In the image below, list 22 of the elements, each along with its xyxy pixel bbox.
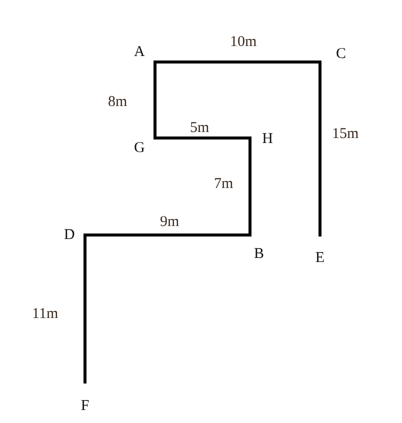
point-label: G	[134, 140, 145, 156]
point-label: D	[64, 226, 75, 242]
edge-label: 7m	[214, 176, 234, 192]
edge-label: 11m	[32, 306, 58, 322]
edge-label: 5m	[190, 120, 210, 136]
line-segment	[318, 60, 322, 236]
point-label: E	[315, 250, 325, 266]
edge-label: 15m	[332, 126, 359, 142]
line-segment	[154, 136, 252, 140]
edge-label: 9m	[160, 214, 180, 230]
line-segment	[84, 234, 252, 236]
line-segment	[154, 60, 322, 64]
point-label: F	[80, 398, 90, 414]
point-label: H	[262, 130, 273, 146]
edge-label: 8m	[108, 94, 128, 110]
point-label: A	[134, 44, 145, 60]
line-segment	[84, 234, 86, 384]
point-label: C	[336, 46, 346, 62]
point-label: B	[254, 246, 264, 262]
line-segment	[248, 136, 252, 236]
line-segment	[154, 60, 156, 140]
edge-label: 10m	[230, 34, 257, 50]
